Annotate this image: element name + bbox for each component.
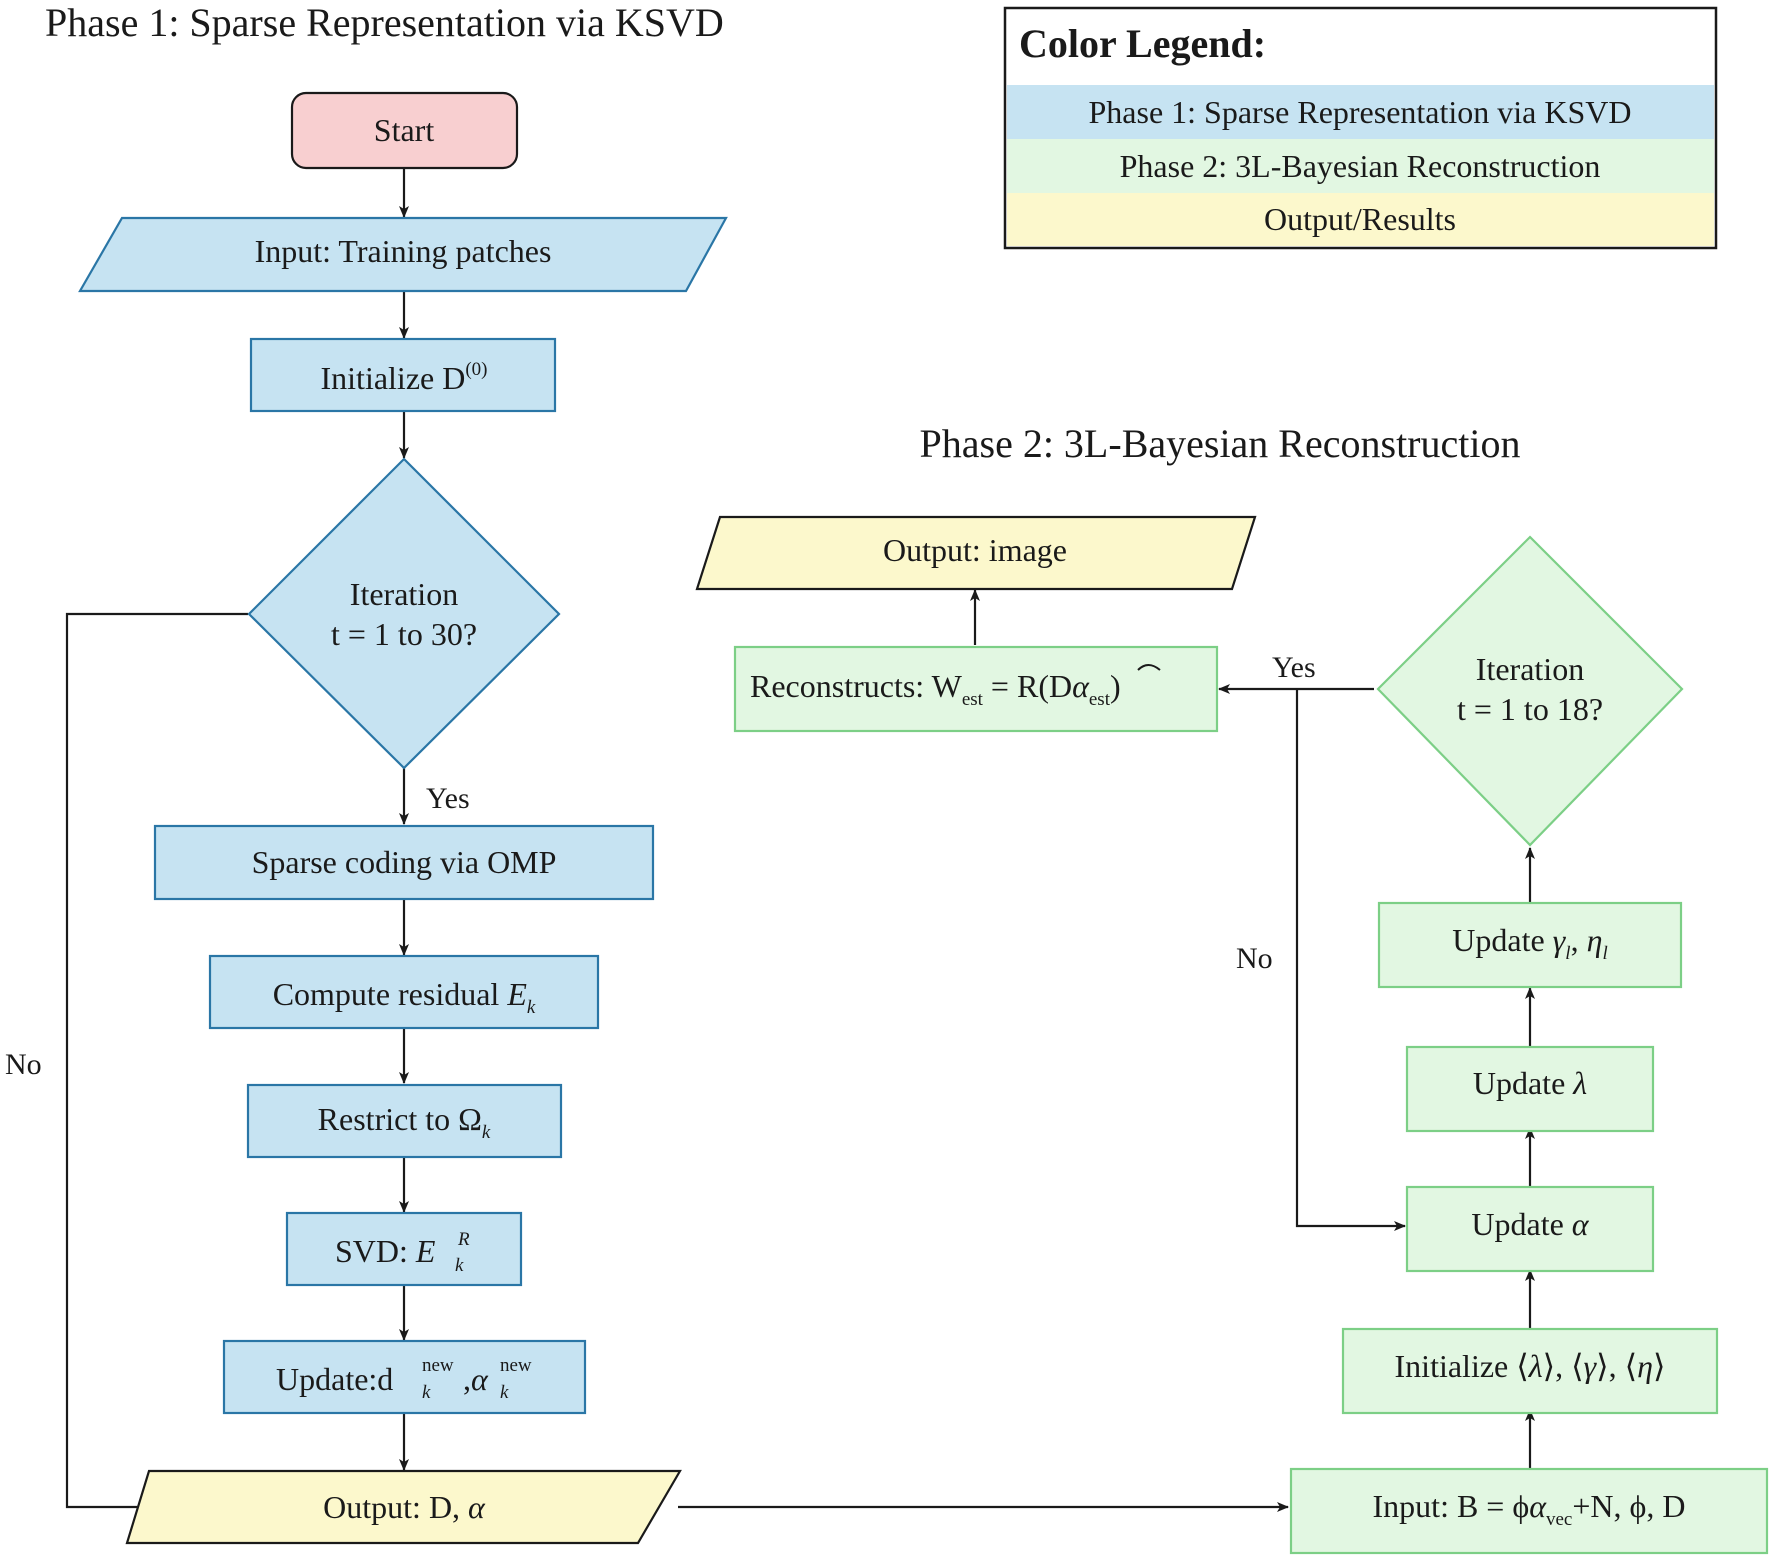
sparse-coding-node — [155, 826, 653, 899]
phase2-yes-label: Yes — [1272, 651, 1316, 684]
update-lambda-node — [1407, 1047, 1653, 1131]
output-d-alpha-border — [125, 1469, 682, 1545]
input-training-label: Input: Training patches — [255, 233, 552, 269]
legend-label-phase1: Phase 1: Sparse Representation via KSVD — [1088, 94, 1631, 130]
phase2-title: Phase 2: 3L-Bayesian Reconstruction — [920, 421, 1521, 466]
phase1-decision-line1: Iteration — [350, 576, 458, 612]
svd-subscript: k — [455, 1255, 464, 1276]
phase1-iteration-border — [247, 457, 561, 770]
update-alpha-label: ,α — [463, 1361, 489, 1397]
legend-label-output: Output/Results — [1264, 201, 1456, 237]
residual-label: Compute residual Ek — [273, 976, 536, 1018]
output-image-border — [695, 515, 1257, 591]
svd-label: SVD: E — [335, 1233, 436, 1269]
alpha-hat-mark — [1137, 664, 1161, 671]
update-gamma-eta-label: Update γl, ηl — [1452, 922, 1607, 964]
update-dictionary-node — [224, 1341, 585, 1413]
svd-border — [285, 1211, 523, 1287]
input-training-border — [78, 216, 728, 293]
reconstructs-node — [735, 647, 1217, 731]
reconstructs-label: Reconstructs: West = R(Dαest) — [750, 668, 1121, 710]
update-gamma-eta-border — [1377, 901, 1683, 989]
restrict-node — [248, 1085, 561, 1157]
phase1-yes-label: Yes — [426, 782, 470, 815]
update-alpha-border — [1405, 1185, 1655, 1273]
phase2-input-border — [1289, 1467, 1769, 1555]
update-lambda-label: Update λ — [1473, 1065, 1587, 1101]
legend-label-phase2: Phase 2: 3L-Bayesian Reconstruction — [1120, 148, 1601, 184]
residual-border — [208, 954, 600, 1030]
update-alpha-sup: new — [500, 1355, 532, 1376]
update-alpha-sub: k — [500, 1382, 509, 1403]
phase2-input-node — [1291, 1469, 1767, 1553]
input-training-node — [80, 218, 726, 291]
svd-superscript: R — [457, 1229, 470, 1250]
phase1-no-label: No — [5, 1048, 42, 1081]
edge-loop-no-phase1 — [65, 612, 248, 1509]
phase2-iteration-border — [1376, 535, 1684, 847]
initialize-priors-label: Initialize ⟨λ⟩, ⟨γ⟩, ⟨η⟩ — [1395, 1348, 1666, 1384]
initialize-priors-node — [1343, 1329, 1717, 1413]
update-d-sup: new — [422, 1355, 454, 1376]
update-gamma-eta-node — [1379, 903, 1681, 987]
update-dictionary-border — [222, 1339, 587, 1415]
output-d-alpha-label: Output: D, α — [323, 1489, 486, 1525]
output-d-alpha-node — [127, 1471, 680, 1543]
update-d-sub: k — [422, 1382, 431, 1403]
update-alpha-node — [1407, 1187, 1653, 1271]
init-dictionary-border — [249, 337, 557, 413]
restrict-label: Restrict to Ωk — [318, 1101, 491, 1143]
legend-title: Color Legend: — [1019, 21, 1266, 66]
init-dictionary-node — [251, 339, 555, 411]
legend-swatch-phase2 — [1007, 139, 1714, 193]
start-node-border — [290, 91, 519, 170]
init-dictionary-label: Initialize D(0) — [321, 359, 488, 396]
residual-node — [210, 956, 598, 1028]
phase2-input-label: Input: B = ϕαvec+N, ϕ, D — [1373, 1488, 1686, 1530]
initialize-priors-border — [1341, 1327, 1719, 1415]
phase2-decision-line1: Iteration — [1476, 651, 1584, 687]
edge-loop-no-phase2 — [1295, 689, 1406, 1231]
legend-swatch-output — [1007, 193, 1714, 246]
phase2-decision-line2: t = 1 to 18? — [1457, 691, 1603, 727]
phase2-no-label: No — [1236, 942, 1273, 975]
svd-node — [287, 1213, 521, 1285]
update-dictionary-label: Update:d — [276, 1361, 393, 1397]
legend-swatch-phase1 — [1007, 85, 1714, 139]
color-legend: Color Legend: Phase 1: Sparse Representa… — [1003, 6, 1718, 250]
start-node — [292, 93, 517, 168]
output-image-node — [697, 517, 1255, 589]
sparse-coding-label: Sparse coding via OMP — [252, 844, 557, 880]
start-label: Start — [374, 112, 435, 148]
reconstructs-border — [733, 645, 1219, 733]
update-alpha-label-p2: Update α — [1471, 1206, 1589, 1242]
output-image-label: Output: image — [883, 532, 1067, 568]
phase1-title: Phase 1: Sparse Representation via KSVD — [45, 0, 724, 45]
update-lambda-border — [1405, 1045, 1655, 1133]
phase1-decision-line2: t = 1 to 30? — [331, 616, 477, 652]
phase1-connectors — [65, 168, 1289, 1512]
restrict-border — [246, 1083, 563, 1159]
phase2-connectors — [970, 589, 1535, 1468]
sparse-coding-border — [153, 824, 655, 901]
phase1-iteration-decision — [249, 459, 559, 768]
